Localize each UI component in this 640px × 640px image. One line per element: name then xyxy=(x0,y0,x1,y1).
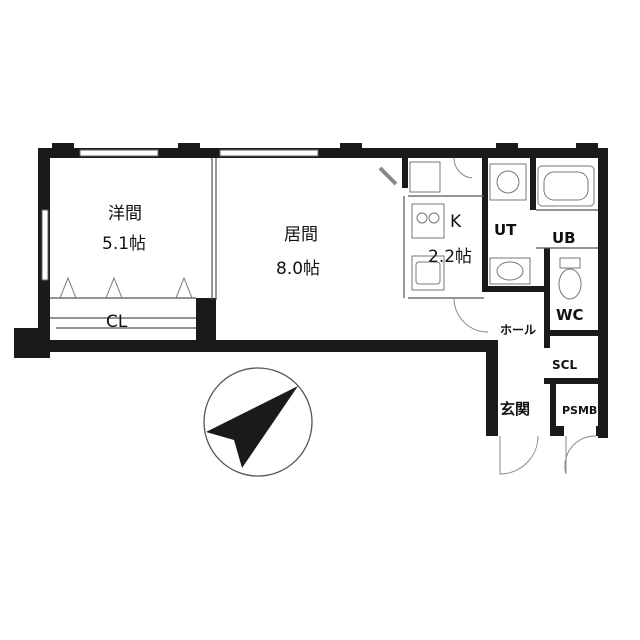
hall-label: ホール xyxy=(500,323,536,337)
kitchen-size: 2.2帖 xyxy=(428,247,472,267)
bathtub-icon xyxy=(537,165,595,207)
western-room-size: 5.1帖 xyxy=(102,234,146,254)
living-room-size: 8.0帖 xyxy=(276,259,320,279)
sink-icon xyxy=(411,255,445,291)
toilet-label: WC xyxy=(556,306,584,324)
stove-icon xyxy=(411,203,445,239)
fridge-box xyxy=(409,161,441,193)
door-swing-icon xyxy=(378,157,597,475)
entrance-label: 玄関 xyxy=(500,400,530,418)
washing-machine-icon xyxy=(489,163,527,201)
utility-label: UT xyxy=(494,221,517,239)
living-room-name: 居間 xyxy=(284,225,318,245)
kitchen-name: K xyxy=(450,212,462,232)
north-arrow-icon xyxy=(203,367,313,477)
unit-bath-label: UB xyxy=(552,229,576,247)
exterior-walls xyxy=(14,143,608,438)
toilet-icon xyxy=(558,257,582,300)
partitions xyxy=(50,158,598,329)
psmb-label: PSMB xyxy=(562,404,597,417)
western-room-name: 洋間 xyxy=(108,204,142,224)
closet-hangers xyxy=(59,276,193,299)
closet-label: CL xyxy=(106,312,128,332)
washbasin-icon xyxy=(489,257,531,285)
shoe-closet-label: SCL xyxy=(552,358,577,372)
interior-walls xyxy=(196,158,598,430)
windows xyxy=(41,149,319,281)
